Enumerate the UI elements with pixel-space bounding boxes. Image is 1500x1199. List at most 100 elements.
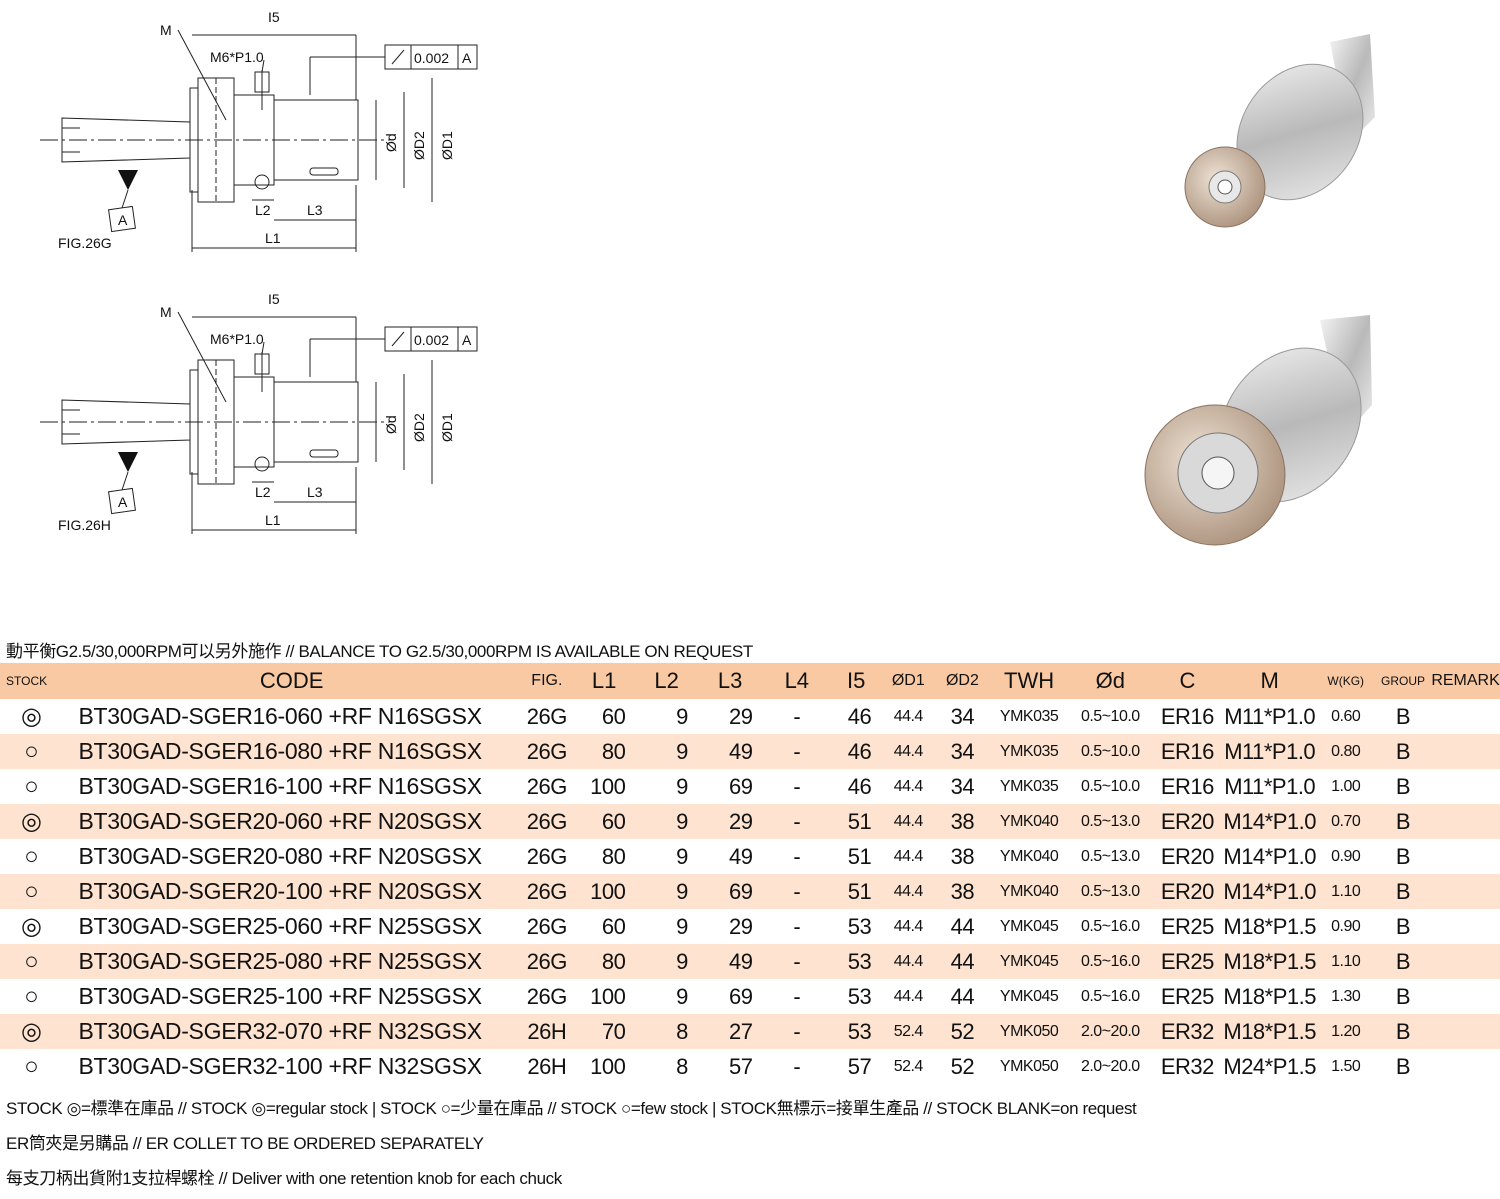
table-cell: 0.5~13.0 xyxy=(1080,847,1140,865)
table-cell: 1.30 xyxy=(1331,987,1361,1005)
table-cell: 9 xyxy=(676,703,688,729)
datum-box xyxy=(108,205,136,233)
datum-tag-label: A xyxy=(118,212,128,228)
stock-legend: STOCK ◎=標準在庫品 // STOCK ◎=regular stock |… xyxy=(6,1099,1137,1118)
fig-label: FIG.26G xyxy=(58,235,112,251)
col-header: I5 xyxy=(831,663,882,699)
table-cell: BT30GAD-SGER16-060 +RF N16SGSX xyxy=(78,703,482,729)
table-cell: 34 xyxy=(935,734,990,769)
table-cell: 52.4 xyxy=(893,1057,924,1075)
table-cell: 9 xyxy=(635,874,698,909)
table-cell: ER16 xyxy=(1160,773,1215,799)
od2-label: ØD2 xyxy=(411,131,427,160)
table-cell: 70 xyxy=(572,1014,636,1049)
table-cell: - xyxy=(762,944,832,979)
table-cell: 44.4 xyxy=(893,987,924,1005)
table-cell: 9 xyxy=(676,983,688,1009)
col-header: ØD2 xyxy=(935,663,990,699)
l1-label: L1 xyxy=(265,230,281,246)
table-cell: ○ xyxy=(0,944,63,979)
table-cell: 44 xyxy=(935,944,990,979)
table-cell: ○ xyxy=(24,772,39,800)
nut xyxy=(273,381,359,463)
table-cell xyxy=(1431,874,1500,909)
table-cell: M18*P1.5 xyxy=(1222,944,1317,979)
table-cell: 0.5~10.0 xyxy=(1080,777,1140,795)
table-cell: BT30GAD-SGER32-100 +RF N32SGSX xyxy=(78,1053,482,1079)
thread-label: M6*P1.0 xyxy=(210,331,264,347)
table-cell: BT30GAD-SGER32-070 +RF N32SGSX xyxy=(62,1014,521,1049)
technical-drawing-26g: A I5 M M6*P1.0 0.002 A Ød ØD2 ØD1 L2 L3 xyxy=(0,0,560,280)
table-cell: B xyxy=(1374,804,1432,839)
table-cell: B xyxy=(1374,874,1432,909)
table-cell: 100 xyxy=(590,773,626,799)
table-cell: M14*P1.0 xyxy=(1222,874,1317,909)
table-cell: ○ xyxy=(0,734,63,769)
table-cell: 69 xyxy=(697,874,763,909)
table-cell: 52 xyxy=(935,1014,990,1049)
table-cell: 1.50 xyxy=(1331,1057,1361,1075)
table-cell: 44.4 xyxy=(893,707,924,725)
od-label: Ød xyxy=(383,415,399,434)
knob-note: 每支刀柄出貨附1支拉桿螺栓 // Deliver with one retent… xyxy=(6,1169,562,1188)
table-cell: 49 xyxy=(697,944,763,979)
table-cell: 57 xyxy=(728,1053,753,1079)
table-cell: YMK040 xyxy=(989,804,1069,839)
table-cell: ER25 xyxy=(1160,913,1215,939)
table-cell: 26G xyxy=(520,734,573,769)
table-cell: - xyxy=(762,734,832,769)
table-cell: 44.4 xyxy=(881,734,936,769)
table-cell: 53 xyxy=(831,944,882,979)
table-cell: 0.90 xyxy=(1331,847,1361,865)
table-cell: 69 xyxy=(728,773,753,799)
l3-label: L3 xyxy=(307,202,323,218)
table-cell: ○ xyxy=(24,982,39,1010)
l3-label: L3 xyxy=(307,484,323,500)
table-cell: ◎ xyxy=(21,913,42,940)
col-header: L4 xyxy=(762,663,832,699)
table-cell: 51 xyxy=(847,843,872,869)
table-cell: 53 xyxy=(847,983,872,1009)
od-label: Ød xyxy=(383,133,399,152)
table-cell: 26G xyxy=(526,913,568,939)
table-cell: 44.4 xyxy=(893,917,924,935)
table-cell: 0.5~13.0 xyxy=(1068,804,1152,839)
table-cell: 38 xyxy=(935,804,990,839)
table-cell: 0.70 xyxy=(1316,804,1375,839)
table-cell: B xyxy=(1395,913,1411,939)
table-cell: 44.4 xyxy=(893,847,924,865)
table-cell: 53 xyxy=(831,1014,882,1049)
table-cell: 0.5~16.0 xyxy=(1080,987,1140,1005)
od1-label: ØD1 xyxy=(439,131,455,160)
table-cell: YMK035 xyxy=(999,707,1059,725)
spec-table: STOCK CODE FIG. L1 L2 L3 L4 I5 ØD1 ØD2 T… xyxy=(0,663,1500,1084)
od2-label: ØD2 xyxy=(411,413,427,442)
datum-box xyxy=(108,487,136,515)
table-cell: 9 xyxy=(635,944,698,979)
table-cell: BT30GAD-SGER16-080 +RF N16SGSX xyxy=(62,734,521,769)
table-cell: 1.10 xyxy=(1316,874,1375,909)
table-cell: M11*P1.0 xyxy=(1224,703,1316,729)
table-cell: 44.4 xyxy=(881,944,936,979)
table-cell xyxy=(1431,1049,1500,1084)
col-header: L2 xyxy=(635,663,698,699)
table-cell: 0.5~16.0 xyxy=(1068,944,1152,979)
table-cell: ER25 xyxy=(1151,944,1223,979)
table-cell: M14*P1.0 xyxy=(1223,843,1316,869)
l2-label: L2 xyxy=(255,484,271,500)
table-cell: ER32 xyxy=(1160,1053,1215,1079)
table-cell: 26G xyxy=(520,874,573,909)
table-cell: M11*P1.0 xyxy=(1224,773,1316,799)
col-header: W(KG) xyxy=(1316,663,1375,699)
table-cell: B xyxy=(1395,703,1411,729)
table-cell: YMK050 xyxy=(999,1057,1059,1075)
table-cell xyxy=(1431,804,1500,839)
table-cell: M24*P1.5 xyxy=(1223,1053,1316,1079)
